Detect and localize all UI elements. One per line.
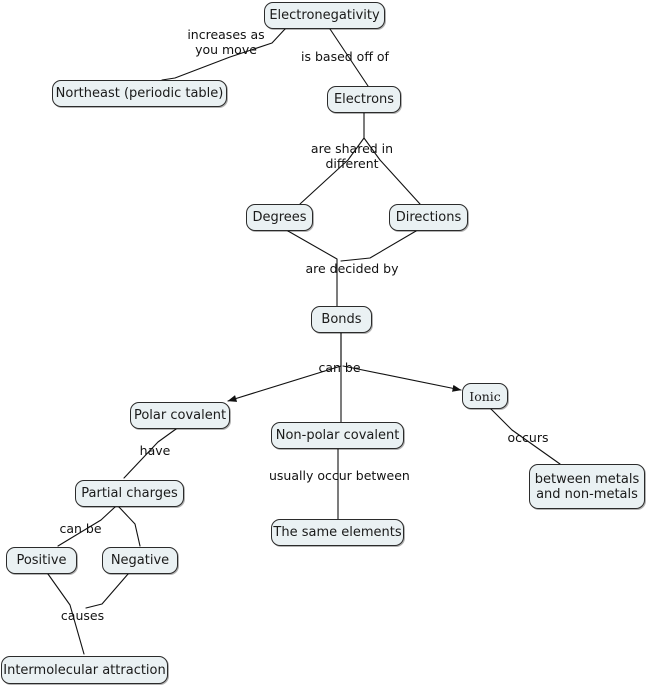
node-northeast[interactable]: Northeast (periodic table)	[52, 80, 227, 107]
node-positive[interactable]: Positive	[6, 547, 77, 574]
node-intermolecular[interactable]: Intermolecular attraction	[1, 656, 168, 684]
edge-label-causes: causes	[60, 608, 105, 623]
edge-label-are-decided-by: are decided by	[305, 261, 399, 276]
node-between-metals[interactable]: between metals and non-metals	[529, 464, 645, 509]
edge-label-increases-as-you-move: increases as you move	[187, 27, 265, 57]
node-electrons[interactable]: Electrons	[327, 86, 401, 113]
node-non-polar-covalent[interactable]: Non-polar covalent	[271, 422, 404, 449]
edge-negative-to-intermolecular	[85, 573, 129, 609]
edge-label-occurs: occurs	[507, 430, 549, 445]
node-directions[interactable]: Directions	[389, 204, 468, 231]
node-ionic[interactable]: Ionic	[462, 383, 508, 409]
edge-label-can-be-bonds: can be	[318, 360, 361, 375]
node-partial-charges[interactable]: Partial charges	[75, 480, 184, 507]
edge-label-is-based-off-of: is based off of	[301, 49, 389, 64]
edge-label-usually-occur-between: usually occur between	[269, 468, 410, 483]
node-the-same-elements[interactable]: The same elements	[271, 519, 404, 546]
node-degrees[interactable]: Degrees	[246, 204, 313, 231]
edge-label-can-be-charges: can be	[59, 521, 102, 536]
edge-partial-charges-to-negative	[118, 506, 141, 547]
node-electronegativity[interactable]: Electronegativity	[264, 2, 385, 29]
node-polar-covalent[interactable]: Polar covalent	[130, 402, 230, 429]
edge-label-are-shared-in-different: are shared in different	[310, 141, 394, 171]
node-bonds[interactable]: Bonds	[311, 306, 372, 333]
edge-directions-to-bonds	[340, 230, 417, 262]
node-negative[interactable]: Negative	[102, 547, 178, 574]
edge-label-have: have	[139, 443, 171, 458]
